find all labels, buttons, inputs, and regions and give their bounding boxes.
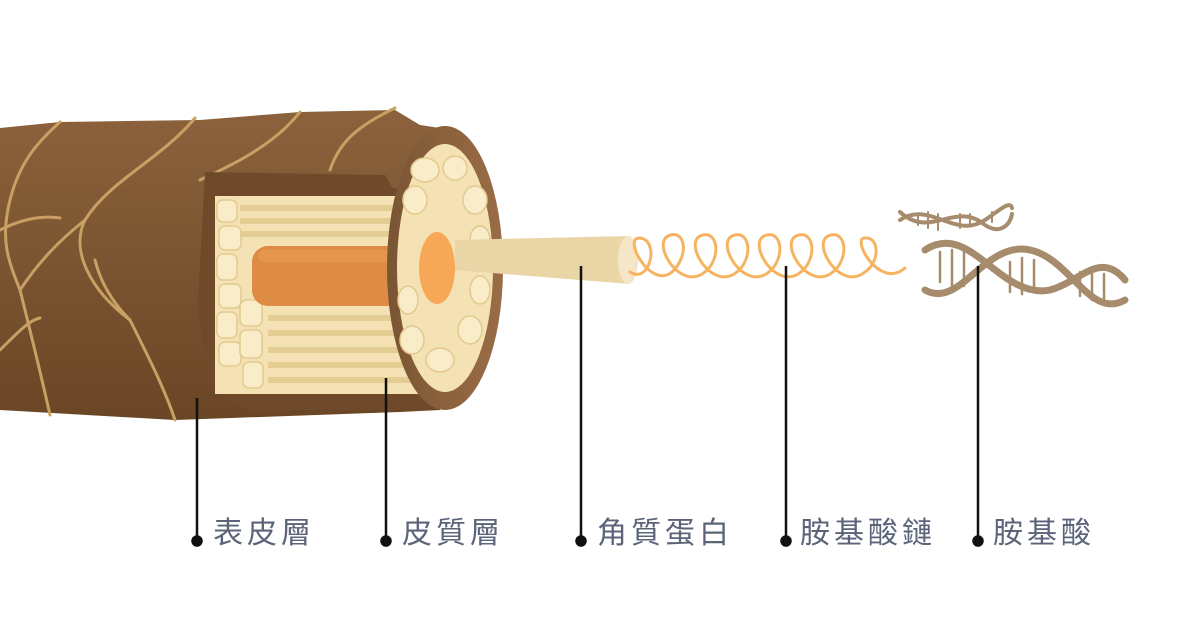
- hair-cross-section: [387, 126, 503, 410]
- label-amino-acid: 胺基酸: [993, 516, 1095, 551]
- label-cortex: 皮質層: [402, 516, 504, 551]
- amino-acid-helices: [898, 203, 1129, 308]
- cortex-cells: [216, 199, 264, 389]
- leader-lines: [191, 266, 984, 547]
- cortex-fibers: [240, 205, 440, 383]
- amino-acid-chain-spiral: [628, 233, 907, 279]
- label-epidermis: 表皮層: [213, 516, 315, 551]
- medulla-cap: [419, 232, 455, 304]
- label-amino-acid-chain: 胺基酸鏈: [800, 516, 936, 551]
- label-keratin: 角質蛋白: [597, 516, 733, 551]
